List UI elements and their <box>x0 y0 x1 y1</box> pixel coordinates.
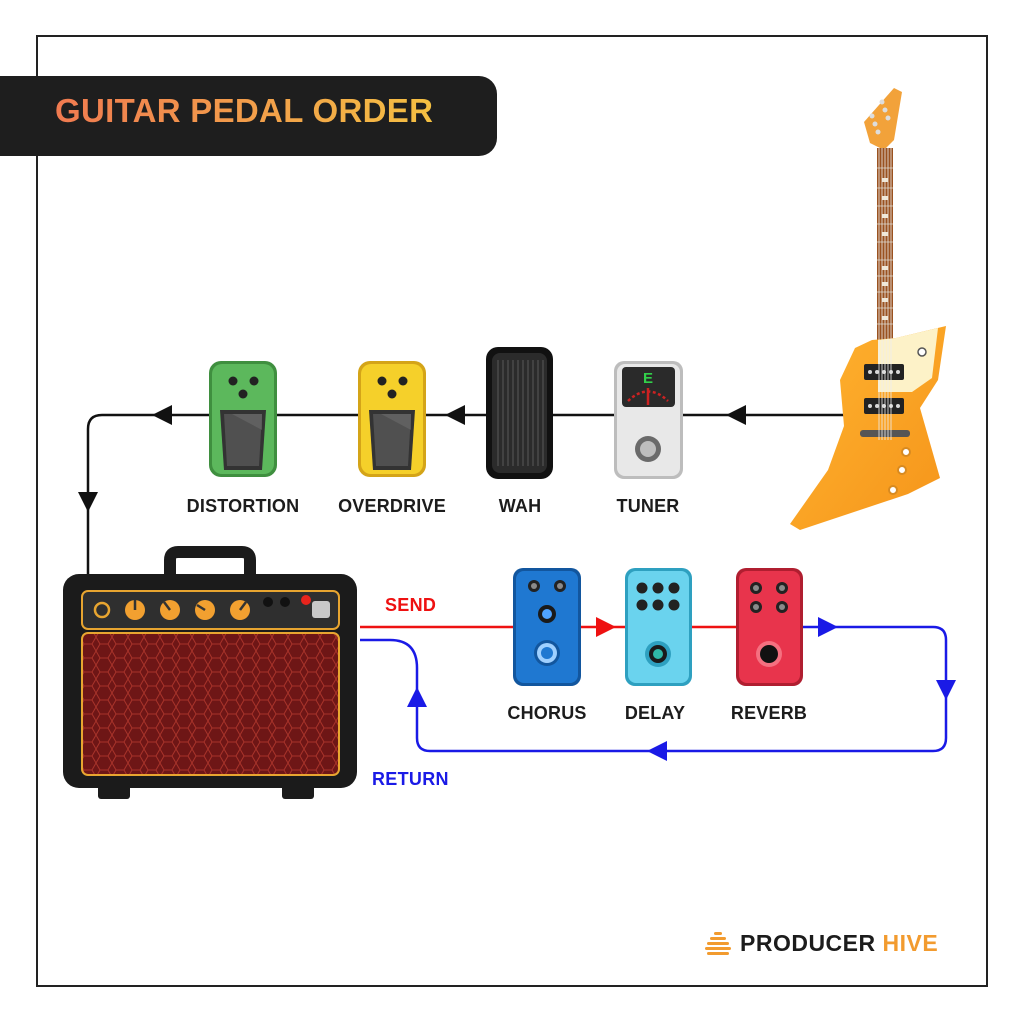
amplifier <box>63 546 357 799</box>
signal-chain-line <box>78 405 848 578</box>
send-label: SEND <box>385 595 437 615</box>
distortion-pedal <box>209 361 277 477</box>
overdrive-pedal <box>358 361 426 477</box>
arrow-to-tuner <box>726 405 746 425</box>
label-overdrive: OVERDRIVE <box>338 496 446 516</box>
return-arrow-left <box>647 741 667 761</box>
reverb-pedal <box>736 568 803 686</box>
page-title: GUITAR PEDAL ORDER <box>55 92 434 129</box>
hive-icon <box>705 931 731 955</box>
return-label: RETURN <box>372 769 449 789</box>
delay-pedal <box>625 568 692 686</box>
return-arrow-right <box>818 617 838 637</box>
tuner-pedal: E <box>614 361 683 479</box>
brand-name-hive: HIVE <box>882 930 939 956</box>
label-reverb: REVERB <box>730 703 808 723</box>
brand-logo: PRODUCER HIVE <box>704 930 938 957</box>
send-line <box>360 617 738 637</box>
title-banner <box>0 76 497 156</box>
return-line <box>360 617 956 761</box>
electric-guitar <box>790 88 946 530</box>
arrow-to-overdrive <box>445 405 465 425</box>
send-arrow <box>596 617 616 637</box>
amp-knobs <box>125 600 250 620</box>
return-arrow-down <box>936 680 956 700</box>
diagram-frame <box>36 35 988 987</box>
return-arrow-up <box>407 687 427 707</box>
label-distortion: DISTORTION <box>186 496 300 516</box>
label-delay: DELAY <box>624 703 686 723</box>
arrow-to-distortion <box>152 405 172 425</box>
brand-name-producer: PRODUCER <box>740 930 876 956</box>
arrow-to-amp <box>78 492 98 512</box>
tuner-note: E <box>643 370 653 387</box>
label-tuner: TUNER <box>616 496 680 516</box>
label-chorus: CHORUS <box>507 703 587 723</box>
chorus-pedal <box>513 568 581 686</box>
label-wah: WAH <box>498 496 542 516</box>
wah-pedal <box>486 347 553 479</box>
